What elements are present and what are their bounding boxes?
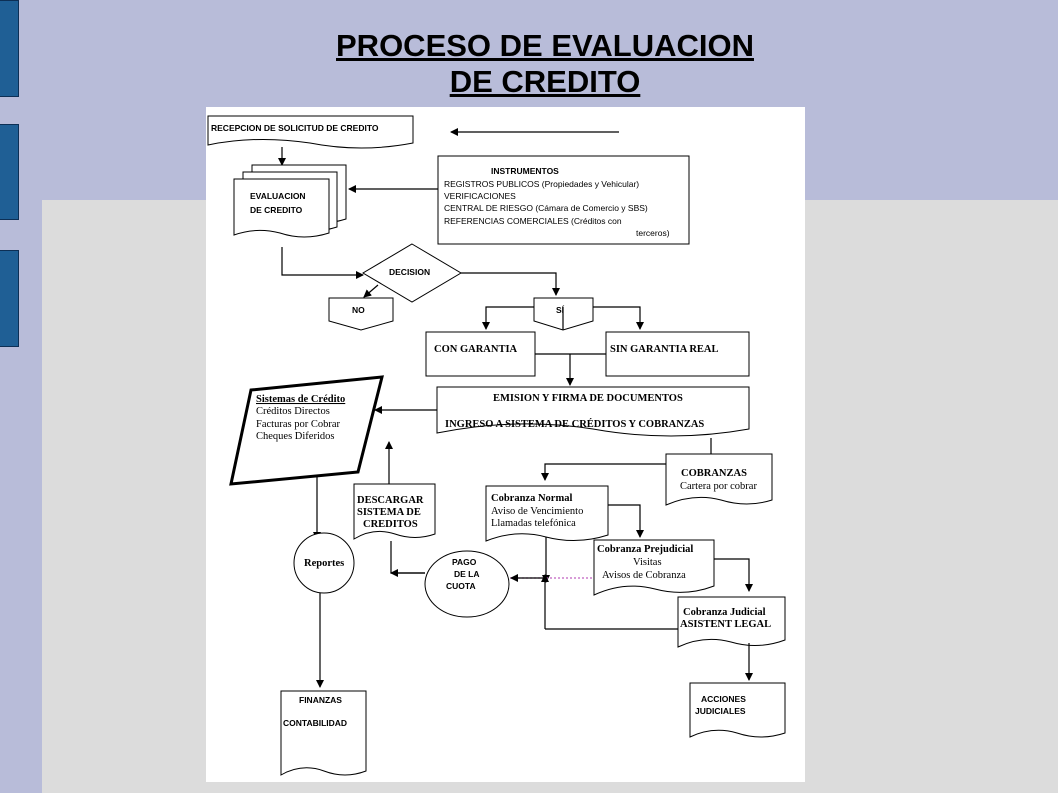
arrow	[482, 306, 534, 330]
sistemas-item: Créditos Directos	[256, 406, 330, 417]
evaluacion-node: EVALUACION DE CREDITO	[233, 164, 347, 238]
instrumentos-item: CENTRAL DE RIESGO (Cámara de Comercio y …	[444, 203, 648, 213]
pago-label-2: DE LA	[454, 569, 480, 579]
cobranza-judicial-node: Cobranza Judicial ASISTENT LEGAL	[677, 596, 786, 648]
reportes-label: Reportes	[304, 558, 344, 569]
con-garantia-label: CON GARANTIA	[434, 344, 518, 355]
no-node: NO	[328, 297, 394, 331]
left-band	[0, 0, 42, 793]
acciones-label-2: JUDICIALES	[695, 706, 746, 716]
pago-label-1: PAGO	[452, 557, 477, 567]
instrumentos-item: VERIFICACIONES	[444, 191, 516, 201]
cobranza-judicial-label-1: Cobranza Judicial	[683, 607, 766, 618]
recepcion-label: RECEPCION DE SOLICITUD DE CREDITO	[211, 123, 379, 133]
cobranza-judicial-label-2: ASISTENT LEGAL	[680, 619, 771, 630]
finanzas-node: FINANZAS CONTABILIDAD	[280, 690, 367, 776]
descargar-label-3: CREDITOS	[363, 519, 418, 530]
instrumentos-item: terceros)	[636, 228, 670, 238]
cobranzas-label-1: COBRANZAS	[681, 468, 747, 479]
title-line-2: DE CREDITO	[449, 64, 641, 99]
instrumentos-node: INSTRUMENTOS REGISTROS PUBLICOS (Propied…	[437, 155, 690, 245]
sistemas-credito-node: Sistemas de Crédito Créditos Directos Fa…	[229, 375, 384, 486]
arrow	[608, 504, 644, 538]
arrow	[541, 463, 666, 481]
cobranza-normal-item: Aviso de Vencimiento	[491, 506, 583, 517]
evaluacion-label-2: DE CREDITO	[250, 205, 303, 215]
cobranza-normal-node: Cobranza Normal Aviso de Vencimiento Lla…	[485, 485, 609, 542]
si-label: SÍ	[556, 305, 565, 315]
reportes-node: Reportes	[293, 532, 355, 594]
emision-node: EMISION Y FIRMA DE DOCUMENTOS INGRESO A …	[436, 386, 750, 437]
cobranza-prejudicial-node: Cobranza Prejudicial Visitas Avisos de C…	[593, 539, 715, 596]
descargar-label-1: DESCARGAR	[357, 495, 424, 506]
finanzas-label-1: FINANZAS	[299, 695, 342, 705]
acciones-label-1: ACCIONES	[701, 694, 746, 704]
no-label: NO	[352, 305, 365, 315]
decision-node: DECISION	[362, 243, 462, 303]
cobranzas-node: COBRANZAS Cartera por cobrar	[665, 453, 773, 506]
instrumentos-item: REFERENCIAS COMERCIALES (Créditos con	[444, 216, 622, 226]
cobranza-prejudicial-item: Avisos de Cobranza	[602, 570, 686, 581]
descargar-label-2: SISTEMA DE	[357, 507, 421, 518]
arrow	[281, 247, 364, 279]
pago-label-3: CUOTA	[446, 581, 476, 591]
acciones-judiciales-node: ACCIONES JUDICIALES	[689, 682, 786, 738]
flowchart-sheet: RECEPCION DE SOLICITUD DE CREDITO EVALUA…	[206, 107, 805, 782]
title-line-1: PROCESO DE EVALUACION	[336, 28, 754, 63]
side-tab	[0, 124, 19, 220]
cobranza-prejudicial-item: Visitas	[633, 557, 662, 568]
instrumentos-item: REGISTROS PUBLICOS (Propiedades y Vehicu…	[444, 179, 639, 189]
side-tab	[0, 250, 19, 347]
arrow	[461, 272, 560, 296]
slide-title: PROCESO DE EVALUACION DE CREDITO	[250, 28, 840, 100]
con-garantia-node: CON GARANTIA	[425, 331, 536, 377]
arrow	[593, 306, 644, 330]
emision-label-2: INGRESO A SISTEMA DE CRÉDITOS Y COBRANZA…	[445, 418, 704, 430]
arrow	[363, 284, 379, 298]
sin-garantia-node: SIN GARANTIA REAL	[605, 331, 750, 377]
cobranza-normal-item: Llamadas telefónica	[491, 518, 576, 529]
connector	[390, 541, 425, 574]
sin-garantia-label: SIN GARANTIA REAL	[610, 344, 719, 355]
descargar-node: DESCARGAR SISTEMA DE CREDITOS	[353, 483, 436, 540]
recepcion-node: RECEPCION DE SOLICITUD DE CREDITO	[207, 115, 414, 149]
flowchart: RECEPCION DE SOLICITUD DE CREDITO EVALUA…	[207, 115, 786, 776]
cobranza-prejudicial-title: Cobranza Prejudicial	[597, 544, 693, 555]
finanzas-label-2: CONTABILIDAD	[283, 718, 347, 728]
evaluacion-label-1: EVALUACION	[250, 191, 306, 201]
arrow	[714, 558, 753, 592]
side-tab	[0, 0, 19, 97]
sistemas-item: Cheques Diferidos	[256, 431, 334, 442]
decision-label: DECISION	[389, 267, 430, 277]
sistemas-title: Sistemas de Crédito	[256, 394, 345, 405]
instrumentos-title: INSTRUMENTOS	[491, 166, 559, 176]
sistemas-item: Facturas por Cobrar	[256, 419, 340, 430]
emision-label-1: EMISION Y FIRMA DE DOCUMENTOS	[493, 393, 683, 404]
pago-cuota-node: PAGO DE LA CUOTA	[424, 550, 510, 618]
cobranzas-label-2: Cartera por cobrar	[680, 481, 757, 492]
cobranza-normal-title: Cobranza Normal	[491, 493, 572, 504]
